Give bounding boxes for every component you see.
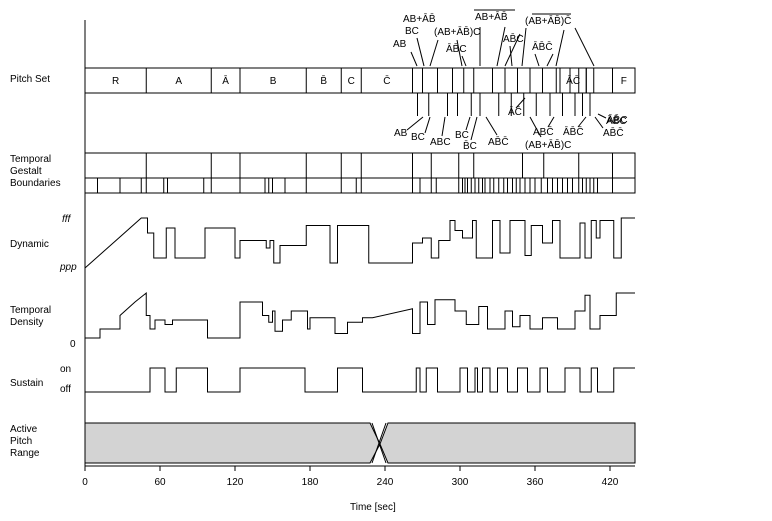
gestalt-boundary-ticks [97,153,613,193]
pitch-segment-label-10: F [621,76,627,87]
pitch-segment-label-2: Ā [222,75,229,87]
annot-bot-5: B̄C [463,139,477,152]
x-axis-ticks: 0 60 120 180 240 300 360 420 [82,466,619,488]
active-pitch-range-area [84,422,636,464]
pitch-annotation-arrows-top [410,26,595,67]
annot-top-8: ĀB̄C̄ [532,40,553,53]
annot-top-9: (AB+ĀB̄)C̄ [525,14,571,27]
annot-bot-4: BC [455,130,469,141]
density-zero-label: 0 [70,339,76,350]
x-tick-label-240: 240 [377,477,394,488]
annot-mid-3: ABC̄ [533,125,554,138]
annot-top-5: ĀB̄C [446,42,467,55]
range-cross-2 [371,422,387,464]
annot-bot-2: BC [411,132,425,143]
annot-bot-6: AB̄C̄ [488,135,509,148]
annot-top-4: (AB+ĀB̄)C [434,25,480,38]
dynamic-low-label: ppp [59,262,77,273]
row-label-gestalt-1: Temporal [10,154,51,165]
row-label-density-1: Temporal [10,305,51,316]
x-tick-label-60: 60 [154,477,166,488]
dynamic-high-label: fff [62,214,72,225]
annot-bot-7: (AB+ĀB̄)C [525,138,571,151]
row-label-gestalt-3: Boundaries [10,178,61,189]
x-tick-label-300: 300 [452,477,469,488]
row-label-range-3: Range [10,448,40,459]
annot-top-1: AB+ĀB̄ [403,12,436,25]
annot-mid-1: ĀC̄ [508,105,522,118]
annot-bot-8: ĀB̄C [606,114,627,127]
pitch-segment-label-8: ĀC̄ [566,74,580,87]
x-tick-label-420: 420 [602,477,619,488]
annot-mid-5: AB̄C̄ [603,126,624,139]
pitch-set-bar [84,67,636,94]
pitch-segment-label-6: C̄ [383,74,390,87]
annot-top-6: AB+ĀB̄ [475,10,508,23]
pitch-annotations-mid: ĀC̄ ĀB̄C ABC̄ ĀB̄C̄ AB̄C̄ [508,105,628,139]
pitch-annotation-arrows-bottom [406,97,607,141]
annot-top-2: BC [405,26,419,37]
pitch-segment-label-1: A [175,76,182,87]
annot-top-3: AB [393,39,407,50]
pitch-segments: R A Ā B B̄ C C̄ ĀC̄ F [112,68,627,93]
row-label-gestalt-2: Gestalt [10,166,42,177]
pitch-annotations-top: AB+ĀB̄ BC AB (AB+ĀB̄)C ĀB̄C AB+ĀB̄ AB̄C … [393,9,571,55]
sustain-off-label: off [60,384,71,395]
pitch-segment-label-5: C [348,76,355,87]
dynamic-curve [84,217,635,269]
density-curve [85,291,635,339]
row-label-range-1: Active [10,424,38,435]
row-label-sustain: Sustain [10,378,43,389]
annot-bot-3: ABC [430,137,451,148]
annot-mid-4: ĀB̄C̄ [563,125,584,138]
annot-bot-1: AB [394,128,408,139]
pitch-segment-label-3: B [270,76,277,87]
row-label-density-2: Density [10,317,43,328]
row-label-pitch-set: Pitch Set [10,74,50,85]
pitch-annotations-bottom: AB BC ABC BC B̄C AB̄C̄ (AB+ĀB̄)C ĀB̄C [394,114,627,152]
pitch-segment-label-4: B̄ [320,74,327,87]
x-tick-label-180: 180 [302,477,319,488]
gestalt-frame [84,152,636,194]
sustain-on-label: on [60,364,71,375]
row-label-dynamic: Dynamic [10,239,49,250]
x-tick-label-120: 120 [227,477,244,488]
row-label-range-2: Pitch [10,436,32,447]
x-tick-label-360: 360 [527,477,544,488]
annot-mid-2: ĀB̄C [607,113,628,126]
x-tick-label-0: 0 [82,477,88,488]
sustain-curve [85,367,635,393]
annot-top-7: AB̄C [503,32,524,45]
x-axis-label: Time [sec] [350,502,396,513]
pitch-segment-label-0: R [112,76,119,87]
pitch-subdivision-ticks [417,68,595,116]
